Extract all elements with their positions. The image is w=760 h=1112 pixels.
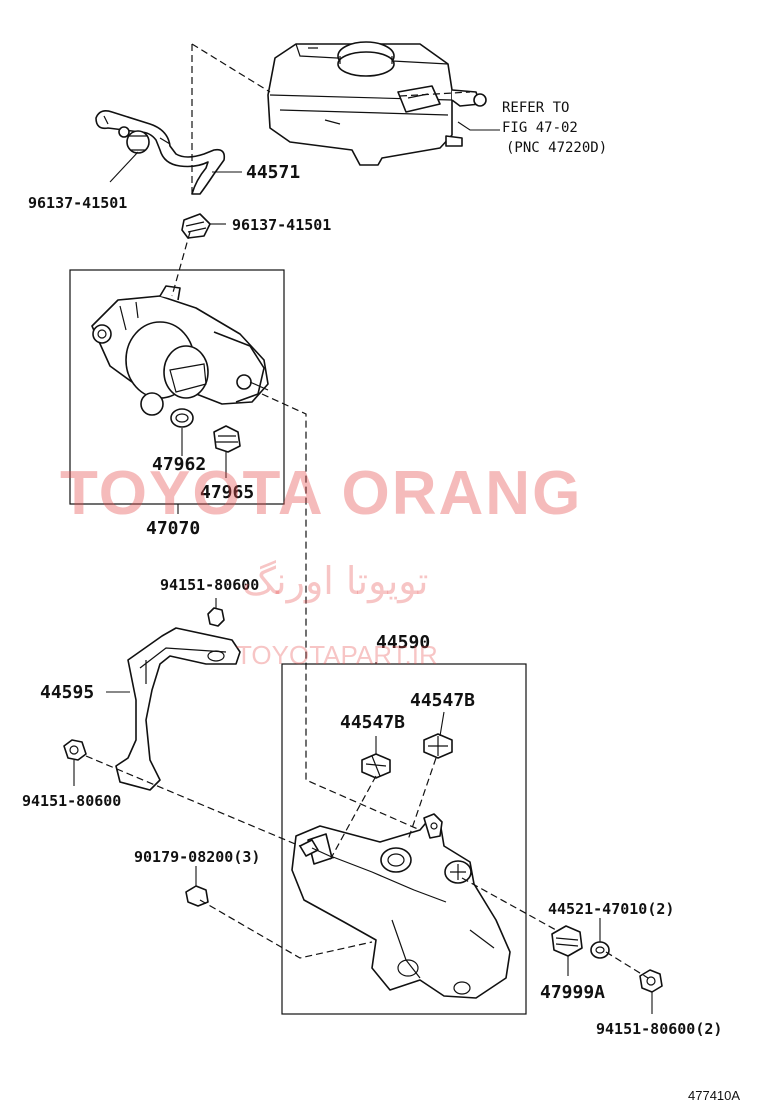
assembly-guide-lines bbox=[85, 43, 649, 979]
bolt bbox=[299, 839, 335, 859]
hose-clamp-left bbox=[118, 126, 150, 154]
nut-bottom bbox=[639, 969, 663, 993]
hose-clamp-right bbox=[181, 213, 211, 239]
label-pump-seal: 47962 bbox=[152, 454, 206, 475]
label-bracket: 44595 bbox=[40, 682, 94, 703]
reference-note-line1: REFER TO bbox=[502, 100, 569, 116]
label-bolt: 90179-08200(3) bbox=[134, 848, 260, 866]
label-bracket-nut-top: 94151-80600 bbox=[160, 576, 259, 594]
label-collar: 44521-47010(2) bbox=[548, 900, 674, 918]
collar bbox=[590, 941, 610, 959]
label-hose: 44571 bbox=[246, 162, 300, 183]
watermark-brand: TOYOTA ORANG bbox=[60, 459, 582, 528]
pump-seal bbox=[170, 408, 194, 428]
actuator-bracket bbox=[291, 813, 511, 999]
pump-assembly-box bbox=[69, 269, 285, 505]
label-bracket-nut-left: 94151-80600 bbox=[22, 792, 121, 810]
label-pump-assembly: 47070 bbox=[146, 518, 200, 539]
label-cushion-a: 44547B bbox=[340, 712, 405, 733]
pump-motor bbox=[91, 285, 269, 416]
cushion-bottom bbox=[551, 925, 583, 957]
hose bbox=[95, 110, 226, 195]
bracket bbox=[115, 627, 241, 791]
reservoir-tank bbox=[267, 41, 487, 166]
leader-lines bbox=[73, 121, 653, 1014]
watermark-persian: تویوتا اورنگ bbox=[242, 559, 429, 604]
watermark-site: TOYOTAPART.IR bbox=[236, 640, 438, 670]
reference-note-line3: (PNC 47220D) bbox=[506, 140, 607, 156]
actuator-cushion-a bbox=[361, 753, 391, 779]
reference-note-line2: FIG 47-02 bbox=[502, 120, 578, 136]
bracket-nut-top bbox=[207, 607, 225, 627]
bracket-nut-left bbox=[63, 739, 87, 761]
actuator-cushion-b bbox=[423, 733, 453, 759]
label-cushion-bottom: 47999A bbox=[540, 982, 605, 1003]
pump-cap bbox=[213, 425, 241, 453]
label-nut-bottom: 94151-80600(2) bbox=[596, 1020, 722, 1038]
label-hose-clamp-right: 96137-41501 bbox=[232, 216, 331, 234]
label-hose-clamp-left: 96137-41501 bbox=[28, 194, 127, 212]
label-pump-cap: 47965 bbox=[200, 482, 254, 503]
figure-id: 477410A bbox=[688, 1088, 740, 1103]
label-cushion-b: 44547B bbox=[410, 690, 475, 711]
label-actuator-assembly: 44590 bbox=[376, 632, 430, 653]
